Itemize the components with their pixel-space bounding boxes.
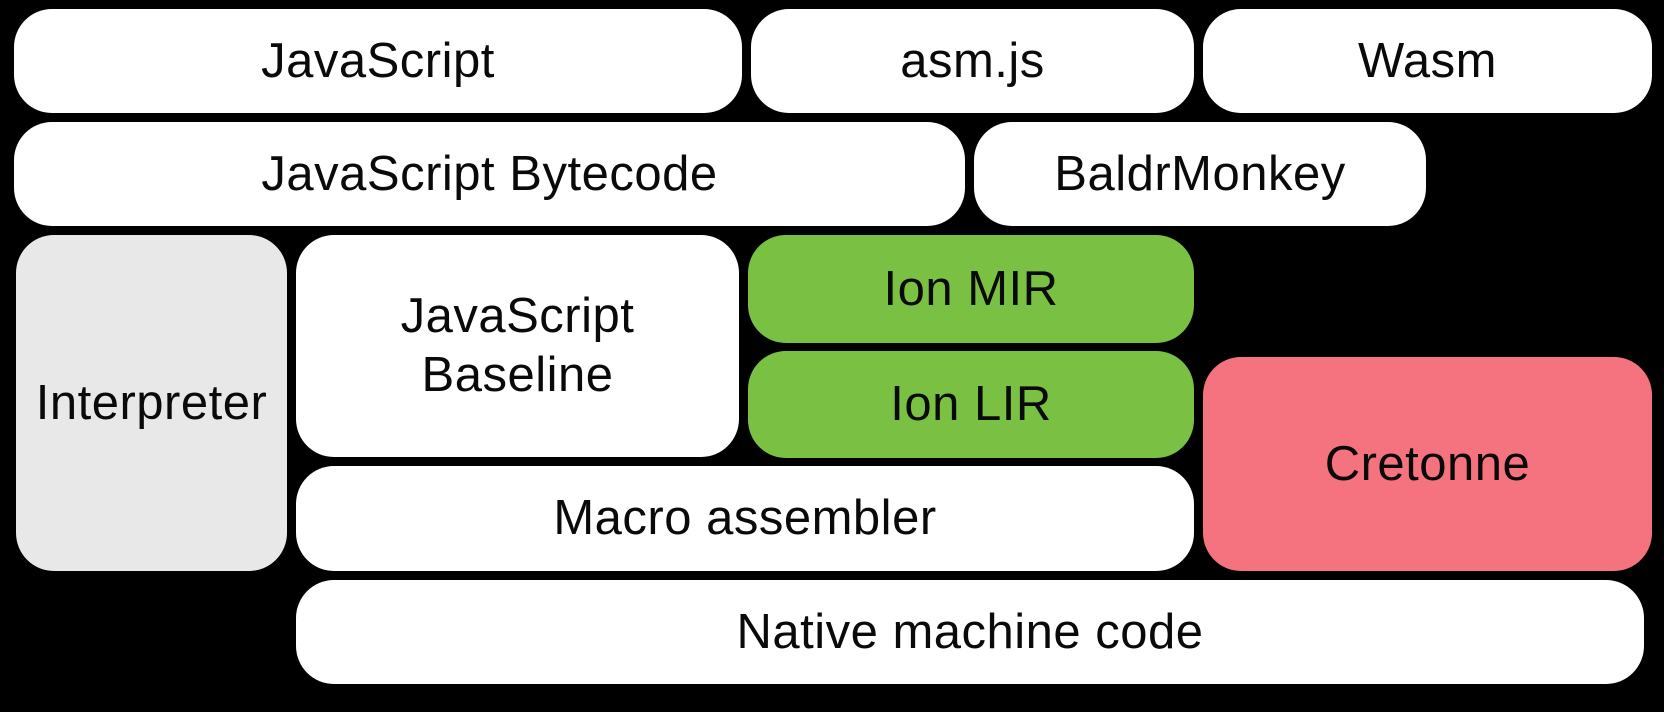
box-asmjs: asm.js	[751, 9, 1194, 113]
box-interpreter: Interpreter	[16, 235, 287, 571]
box-wasm-label: Wasm	[1358, 33, 1497, 88]
box-javascript-bytecode: JavaScript Bytecode	[14, 122, 965, 226]
box-ion-mir-label: Ion MIR	[883, 261, 1059, 316]
box-javascript-bytecode-label: JavaScript Bytecode	[261, 146, 718, 201]
box-wasm: Wasm	[1203, 9, 1652, 113]
box-baldrmonkey: BaldrMonkey	[974, 122, 1426, 226]
box-ion-lir-label: Ion LIR	[890, 377, 1052, 432]
box-macro-assembler: Macro assembler	[296, 466, 1194, 571]
box-javascript-label: JavaScript	[261, 33, 495, 88]
box-javascript: JavaScript	[14, 9, 742, 113]
box-native-machine-code: Native machine code	[296, 580, 1644, 684]
box-interpreter-label: Interpreter	[35, 375, 268, 430]
box-ion-lir: Ion LIR	[748, 351, 1194, 458]
box-cretonne-label: Cretonne	[1324, 436, 1531, 491]
box-cretonne: Cretonne	[1203, 357, 1652, 571]
box-javascript-baseline: JavaScript Baseline	[296, 235, 739, 457]
box-ion-mir: Ion MIR	[748, 235, 1194, 343]
box-asmjs-label: asm.js	[900, 33, 1045, 88]
box-macro-assembler-label: Macro assembler	[553, 491, 937, 546]
box-javascript-baseline-label: JavaScript Baseline	[400, 289, 635, 402]
box-baldrmonkey-label: BaldrMonkey	[1054, 146, 1346, 201]
box-native-machine-code-label: Native machine code	[736, 604, 1204, 659]
